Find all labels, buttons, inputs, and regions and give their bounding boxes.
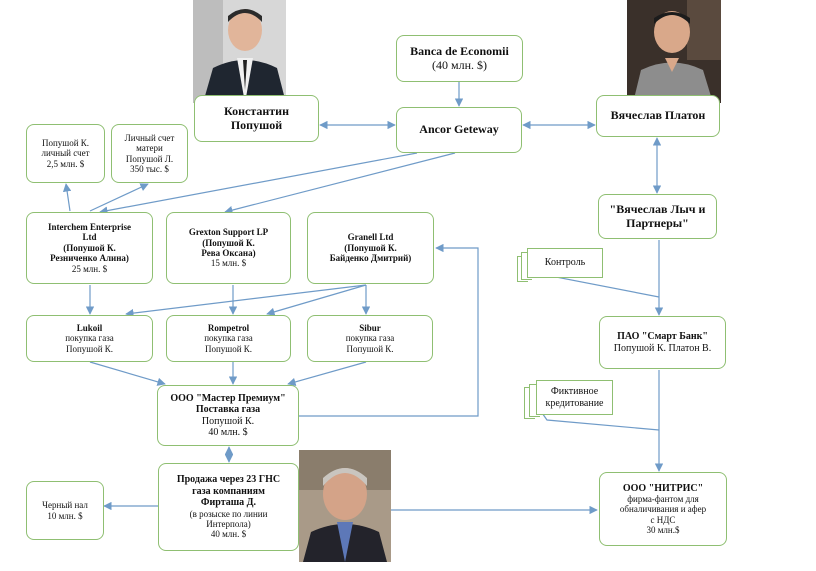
node-ancor-geteway: Ancor Geteway <box>396 107 522 153</box>
note-stack-edge <box>529 384 540 417</box>
node-title: Granell Ltd (Попушой К. Байденко Дмитрий… <box>329 232 412 264</box>
node-banca-de-economii: Banca de Economii (40 млн. $) <box>396 35 523 82</box>
connector-arrow <box>62 183 72 212</box>
node-amount: 15 млн. $ <box>210 258 247 269</box>
node-interchem: Interchem Enterprise Ltd (Попушой К. Рез… <box>26 212 153 284</box>
node-sibur: Sibur покупка газа Попушой К. <box>307 315 433 362</box>
node-title: "Вячеслав Лыч и Партнеры" <box>609 201 706 230</box>
node-lych-partners: "Вячеслав Лыч и Партнеры" <box>598 194 717 239</box>
note-stack-edge <box>521 252 532 280</box>
node-text: Попушой К. личный счет 2,5 млн. $ <box>41 137 90 169</box>
connector-arrow <box>89 361 166 386</box>
photo-popushoi <box>193 0 286 103</box>
node-detail: Попушой К. 40 млн. $ <box>201 415 255 439</box>
node-gas-sales: Продажа через 23 ГНС газа компаниям Фирт… <box>158 463 299 551</box>
node-black-cash: Черный нал 10 млн. $ <box>26 481 104 540</box>
note-fictitious-lending: Фиктивное кредитование <box>536 380 613 415</box>
connector-arrow <box>125 284 367 318</box>
node-text: Черный нал 10 млн. $ <box>42 500 88 521</box>
node-title: Продажа через 23 ГНС газа компаниям Фирт… <box>176 474 281 509</box>
node-title: Ancor Geteway <box>419 122 499 137</box>
node-detail: покупка газа Попушой К. <box>65 333 114 354</box>
node-title: Banca de Economii <box>410 43 509 58</box>
node-title: Lukoil <box>76 322 103 333</box>
node-detail: (в розыске по линии Интерпола) 40 млн. $ <box>189 508 268 540</box>
connector-arrow <box>224 152 456 215</box>
node-platon: Вячеслав Платон <box>596 95 720 137</box>
node-grexton: Grexton Support LP (Попушой К. Рева Окса… <box>166 212 291 284</box>
photo-platon <box>627 0 721 103</box>
connector-arrow <box>266 284 367 316</box>
node-title: Sibur <box>359 322 381 333</box>
node-lukoil: Lukoil покупка газа Попушой К. <box>26 315 153 362</box>
node-nitris: ООО "НИТРИС" фирма-фантом для обналичива… <box>599 472 727 546</box>
node-popushoi: Константин Попушой <box>194 95 319 142</box>
node-title: Interchem Enterprise Ltd (Попушой К. Рез… <box>47 222 132 264</box>
node-account-popushoi: Попушой К. личный счет 2,5 млн. $ <box>26 124 105 183</box>
node-title: ПАО "Смарт Банк" <box>617 331 708 342</box>
node-account-mother: Личный счет матери Попушой Л. 350 тыс. $ <box>111 124 188 183</box>
node-title: ООО "НИТРИС" <box>622 482 704 494</box>
node-master-premium: ООО "Мастер Премиум" Поставка газа Попуш… <box>157 385 299 446</box>
node-title: Константин Попушой <box>223 103 290 132</box>
node-text: Личный счет матери Попушой Л. 350 тыс. $ <box>124 132 175 174</box>
node-title: Grexton Support LP (Попушой К. Рева Окса… <box>188 227 269 258</box>
node-detail: фирма-фантом для обналичивания и афер с … <box>619 494 707 536</box>
node-title: Вячеслав Платон <box>610 108 706 123</box>
node-granell: Granell Ltd (Попушой К. Байденко Дмитрий… <box>307 212 434 284</box>
photo-firtash <box>299 450 391 562</box>
connector-arrow <box>99 152 418 215</box>
node-detail: (40 млн. $) <box>432 57 487 72</box>
node-detail: Попушой К. Платон В. <box>613 342 712 354</box>
connector-arrow <box>287 361 367 386</box>
node-title: ООО "Мастер Премиум" Поставка газа <box>170 392 286 416</box>
connector-arrow <box>89 183 149 212</box>
node-smart-bank: ПАО "Смарт Банк" Попушой К. Платон В. <box>599 316 726 369</box>
node-amount: 25 млн. $ <box>71 263 108 274</box>
connector-arrow <box>299 243 479 417</box>
node-title: Rompetrol <box>207 322 250 333</box>
node-rompetrol: Rompetrol покупка газа Попушой К. <box>166 315 291 362</box>
note-control: Контроль <box>527 248 603 278</box>
node-detail: покупка газа Попушой К. <box>204 333 253 354</box>
node-detail: покупка газа Попушой К. <box>345 333 395 354</box>
